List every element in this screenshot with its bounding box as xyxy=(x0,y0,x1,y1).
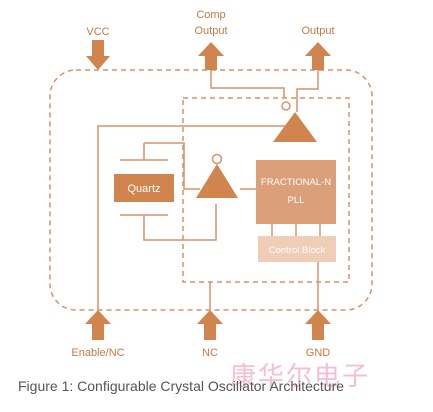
nc-label: NC xyxy=(202,347,218,359)
inverter-bubble xyxy=(211,153,223,165)
output-arrow-icon xyxy=(305,42,331,70)
comp-output-label-line1: Comp xyxy=(196,9,225,21)
pll-label-line2: PLL xyxy=(288,195,305,206)
output-buffer xyxy=(273,112,317,142)
wiring xyxy=(97,70,321,310)
nc-arrow-icon xyxy=(197,310,223,340)
buffer-bubble xyxy=(281,101,291,111)
control-block-label: Control Block xyxy=(269,245,326,256)
vcc-label: VCC xyxy=(86,26,109,38)
comp-output-label-line2: Output xyxy=(194,25,227,37)
output-label: Output xyxy=(301,25,334,37)
vcc-arrow-icon xyxy=(86,40,110,70)
enable-nc-label: Enable/NC xyxy=(71,347,124,359)
quartz-crystal xyxy=(114,174,174,202)
comp-output-arrow-icon xyxy=(198,42,224,70)
inverting-amplifier xyxy=(196,164,238,198)
fractional-n-pll-block xyxy=(256,160,336,224)
control-block xyxy=(258,236,336,262)
watermark: 康华尔电子 xyxy=(230,362,371,392)
figure-caption: Figure 1: Configurable Crystal Oscillato… xyxy=(18,378,345,394)
inner-boundary xyxy=(182,97,350,283)
gnd-arrow-icon xyxy=(305,310,331,340)
pll-label-line1: FRACTIONAL-N xyxy=(261,177,331,188)
gnd-label: GND xyxy=(306,347,331,359)
quartz-label: Quartz xyxy=(127,183,160,195)
enable-arrow-icon xyxy=(85,310,111,340)
